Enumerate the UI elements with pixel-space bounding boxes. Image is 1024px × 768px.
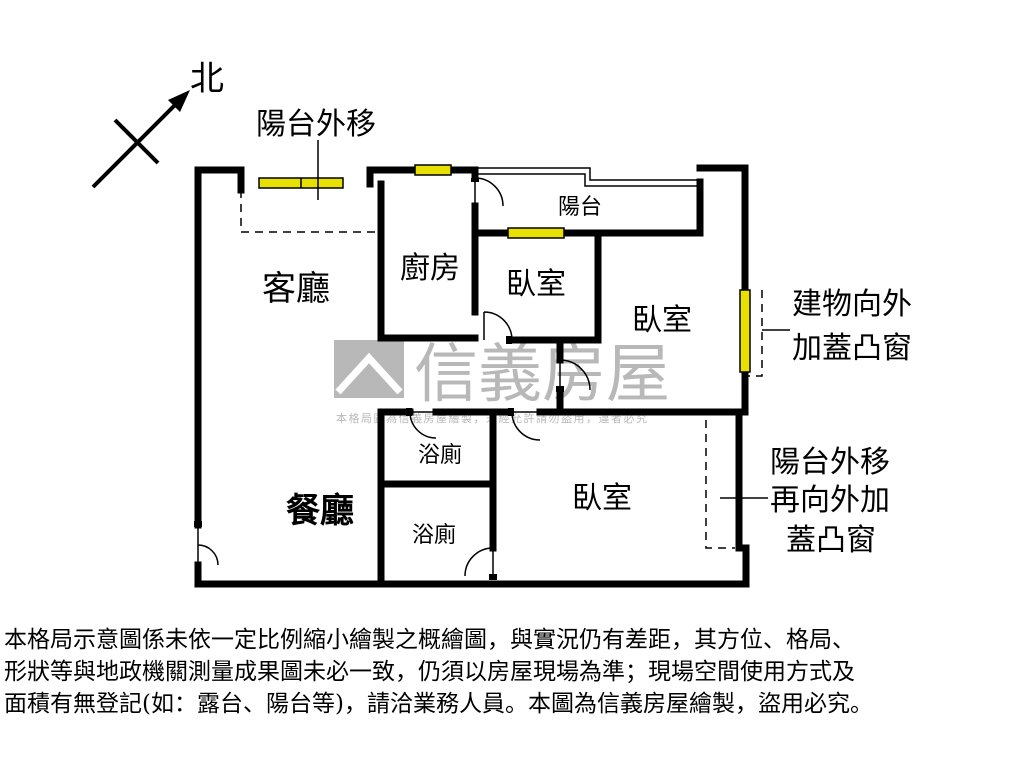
note-balcony-moved-out: 陽台外移: [256, 107, 376, 142]
watermark-brand: 信義房屋: [414, 338, 670, 412]
label-bath-lower: 浴廁: [412, 523, 456, 548]
balcony-rail: [475, 167, 700, 187]
door-entry: [197, 525, 219, 566]
label-living-room: 客廳: [262, 269, 330, 309]
dashed-bay-south: [705, 420, 735, 549]
note-balcony-bay-line1: 陽台外移: [770, 445, 890, 480]
note-bay-line1: 建物向外: [792, 287, 912, 322]
label-dining-room: 餐廳: [286, 491, 354, 531]
jamb-entry: [194, 521, 202, 527]
label-bedroom-east: 臥室: [632, 303, 692, 338]
label-bedroom-south: 臥室: [572, 481, 632, 516]
door-bath-upper: [409, 411, 437, 439]
label-balcony: 陽台: [558, 195, 602, 220]
jamb-corridor: [556, 386, 564, 392]
door-balcony: [474, 177, 504, 207]
wall-balcony-east: [696, 164, 749, 294]
note-balcony-bay-line2: 再向外加: [770, 483, 890, 518]
door-bedroom-south: [511, 411, 541, 441]
jamb-bath-upper: [406, 408, 412, 416]
jamb-bedroom-small: [506, 336, 512, 344]
door-jambs: [194, 178, 564, 580]
note-bay-line2: 加蓋凸窗: [792, 331, 912, 366]
disclaimer-line-1: 本格局示意圖係未依一定比例縮小繪製之概繪圖，與實況仍有差距，其方位、格局、: [4, 627, 855, 653]
walls: [194, 164, 750, 588]
wall-southwest: [194, 544, 750, 588]
watermark-logo-mark: [335, 352, 403, 395]
note-balcony-bay-line3: 蓋凸窗: [786, 523, 876, 558]
label-bath-upper: 浴廁: [418, 443, 462, 468]
door-bedroom-small: [483, 311, 513, 341]
floor-plan: 北 信義房屋 本格局圖為信義房屋繪製，未經允許請勿盜用，違者必究: [91, 59, 912, 588]
disclaimer: 本格局示意圖係未依一定比例縮小繪製之概繪圖，與實況仍有差距，其方位、格局、 形狀…: [4, 624, 1020, 720]
jamb-bath-lower: [489, 574, 497, 580]
window-bedroom-east: [739, 289, 751, 373]
window-kitchen: [414, 164, 452, 176]
balcony-rail-outer: [475, 167, 700, 181]
doors: [197, 177, 591, 577]
wall-living-north: [194, 166, 245, 529]
compass-north-label: 北: [190, 59, 224, 99]
jamb-balcony: [471, 178, 479, 182]
room-labels: 客廳 餐廳 廚房 臥室 臥室 臥室 浴廁 浴廁 陽台: [262, 195, 692, 548]
door-corridor: [559, 359, 591, 391]
disclaimer-line-3: 面積有無登記(如：露台、陽台等)，請洽業務人員。本圖為信義房屋繪製，盜用必究。: [4, 691, 873, 717]
compass-arrow-line: [91, 98, 182, 189]
compass: 北: [91, 59, 224, 189]
window-bedroom-small: [507, 227, 565, 239]
dashed-bay-east: [748, 290, 763, 377]
dashed-lines: [240, 190, 763, 549]
dashed-balcony-living: [240, 190, 381, 233]
compass-arrow-head: [168, 90, 190, 112]
wall-kitchen: [377, 180, 479, 342]
label-kitchen: 廚房: [400, 251, 460, 286]
disclaimer-line-2: 形狀等與地政機關測量成果圖未必一致，仍須以房屋現場為準；現場空間使用方式及: [4, 659, 855, 685]
door-bath-lower: [464, 547, 494, 577]
balcony-rail-inner: [475, 173, 700, 187]
windows: [258, 164, 751, 373]
label-bedroom-small: 臥室: [506, 267, 566, 302]
leader-lines: [317, 140, 790, 499]
annotation-labels: 陽台外移 建物向外 加蓋凸窗 陽台外移 再向外加 蓋凸窗: [256, 107, 912, 558]
jamb-bedroom-south: [508, 408, 514, 416]
